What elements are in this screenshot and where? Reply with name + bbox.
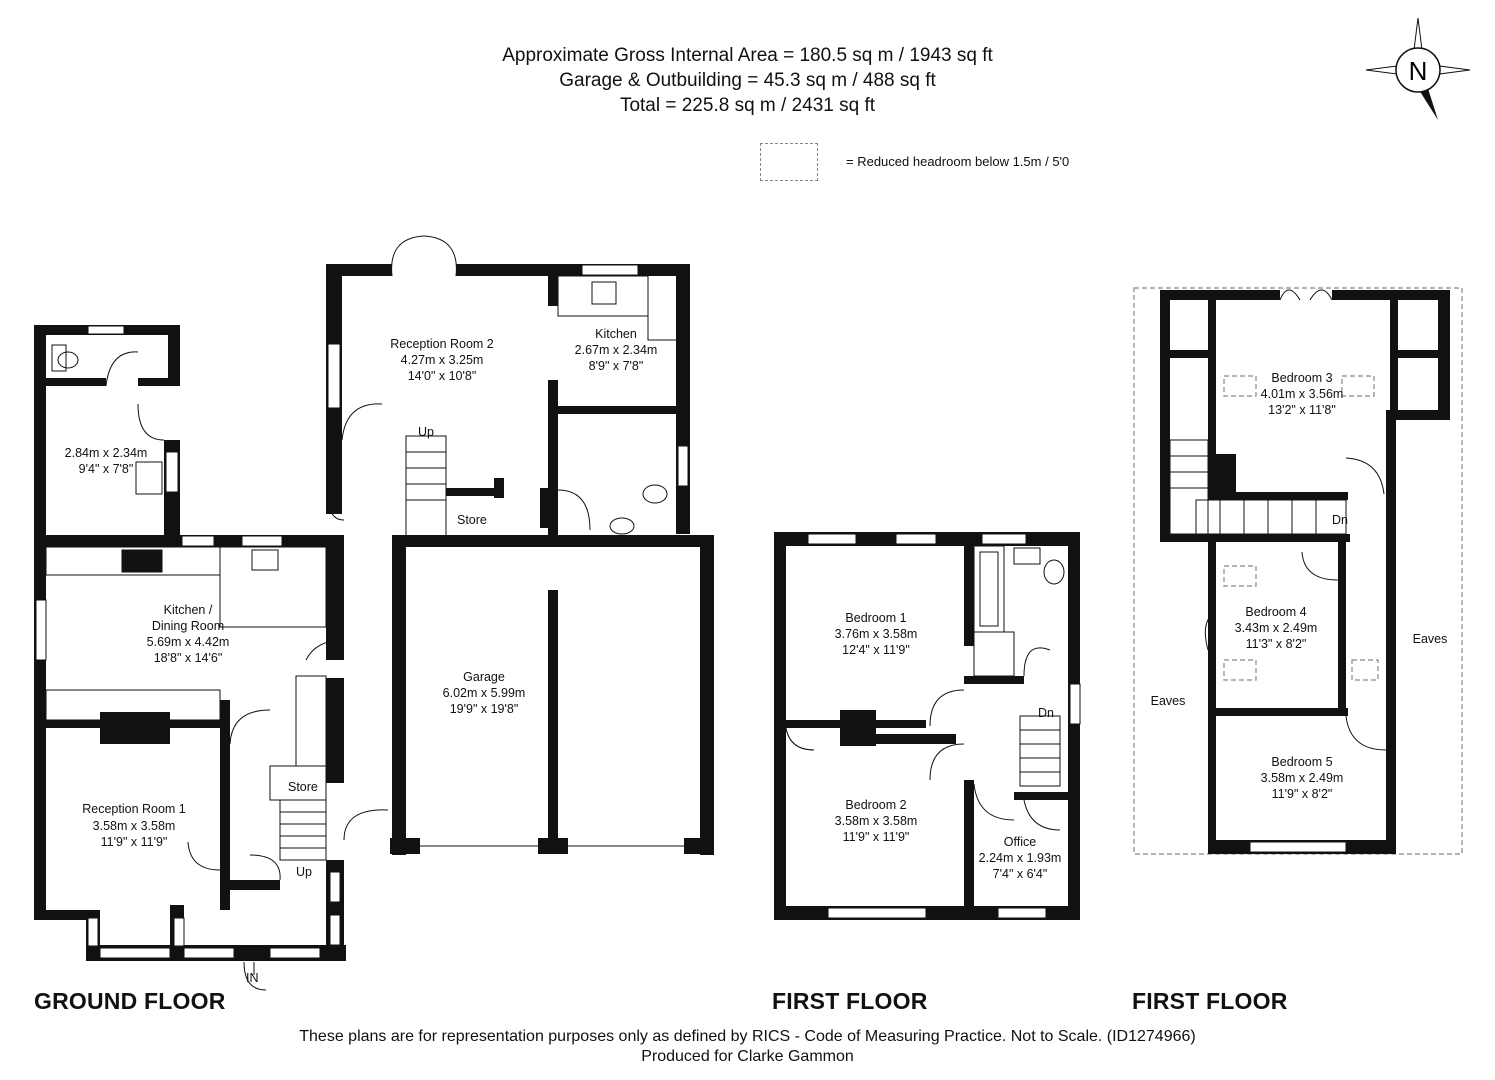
kitchen-dining-dim-ft: 18'8" x 14'6" <box>154 651 223 665</box>
reduced-headroom-legend-text: = Reduced headroom below 1.5m / 5'0 <box>846 154 1070 169</box>
garage-name: Garage <box>463 670 505 684</box>
bedroom-2-name: Bedroom 2 <box>845 798 906 812</box>
garage-dim-ft: 19'9" x 19'8" <box>450 702 519 716</box>
bedroom-4-dim-m: 3.43m x 2.49m <box>1235 621 1318 635</box>
reception-room-1-dim-m: 3.58m x 3.58m <box>93 819 176 833</box>
bedroom-4-name: Bedroom 4 <box>1245 605 1306 619</box>
first-floor-plan <box>774 532 1081 920</box>
office-dim-m: 2.24m x 1.93m <box>979 851 1062 865</box>
first-floor-labels: Bedroom 1 3.76m x 3.58m 12'4" x 11'9" Be… <box>835 611 1062 881</box>
eaves-label-left: Eaves <box>1151 694 1186 708</box>
reduced-headroom-legend-swatch <box>760 143 818 181</box>
reception-room-1-dim-ft: 11'9" x 11'9" <box>101 835 168 849</box>
bedroom-3-dim-m: 4.01m x 3.56m <box>1261 387 1344 401</box>
store-label-upper: Store <box>457 513 487 527</box>
bedroom-3-dim-ft: 13'2" x 11'8" <box>1268 403 1336 417</box>
bedroom-5-dim-m: 3.58m x 2.49m <box>1261 771 1344 785</box>
bedroom-1-dim-m: 3.76m x 3.58m <box>835 627 918 641</box>
outbuilding-dim-m: 2.84m x 2.34m <box>65 446 148 460</box>
produced-for-text: Produced for Clarke Gammon <box>641 1048 854 1065</box>
reception-room-2-dim-ft: 14'0" x 10'8" <box>408 369 477 383</box>
reception-room-2-name: Reception Room 2 <box>390 337 494 351</box>
ground-floor-labels: 2.84m x 2.34m 9'4" x 7'8" Reception Room… <box>65 327 658 985</box>
office-name: Office <box>1004 835 1036 849</box>
stairs-up-label-upper: Up <box>418 425 434 439</box>
ground-floor-title: GROUND FLOOR <box>34 988 226 1014</box>
kitchen-dining-name-line2: Dining Room <box>152 619 224 633</box>
store-label-lower: Store <box>288 780 318 794</box>
stairs-down-label: Dn <box>1038 706 1054 720</box>
bedroom-2-dim-ft: 11'9" x 11'9" <box>843 830 910 844</box>
bedroom-5-dim-ft: 11'9" x 8'2" <box>1272 787 1333 801</box>
compass-north-icon: N <box>1365 17 1471 120</box>
first-floor-title-2: FIRST FLOOR <box>1132 988 1288 1014</box>
total-area-text: Total = 225.8 sq m / 2431 sq ft <box>619 95 876 116</box>
kitchen-name: Kitchen <box>595 327 637 341</box>
gross-area-text: Approximate Gross Internal Area = 180.5 … <box>502 45 993 66</box>
kitchen-dim-m: 2.67m x 2.34m <box>575 343 658 357</box>
bedroom-5-name: Bedroom 5 <box>1271 755 1332 769</box>
garage-dim-m: 6.02m x 5.99m <box>443 686 526 700</box>
kitchen-dining-name-line1: Kitchen / <box>164 603 213 617</box>
second-floor-labels: Bedroom 3 4.01m x 3.56m 13'2" x 11'8" Be… <box>1151 371 1448 801</box>
bedroom-2-dim-m: 3.58m x 3.58m <box>835 814 918 828</box>
reception-room-2-dim-m: 4.27m x 3.25m <box>401 353 484 367</box>
bedroom-3-name: Bedroom 3 <box>1271 371 1332 385</box>
first-floor-title: FIRST FLOOR <box>772 988 928 1014</box>
kitchen-dining-dim-m: 5.69m x 4.42m <box>147 635 230 649</box>
ground-floor-plan <box>34 235 714 991</box>
stairs-down-label-2: Dn <box>1332 513 1348 527</box>
entrance-in-label: IN <box>246 971 259 985</box>
compass-n-label: N <box>1409 56 1428 86</box>
eaves-label-right: Eaves <box>1413 632 1448 646</box>
stairs-up-label-lower: Up <box>296 865 312 879</box>
kitchen-dim-ft: 8'9" x 7'8" <box>589 359 644 373</box>
disclaimer-text: These plans are for representation purpo… <box>299 1028 1196 1045</box>
second-floor-plan <box>1133 287 1463 855</box>
outbuilding-dim-ft: 9'4" x 7'8" <box>79 462 134 476</box>
bedroom-4-dim-ft: 11'3" x 8'2" <box>1246 637 1307 651</box>
reception-room-1-name: Reception Room 1 <box>82 802 186 816</box>
bedroom-1-dim-ft: 12'4" x 11'9" <box>842 643 910 657</box>
bedroom-1-name: Bedroom 1 <box>845 611 906 625</box>
office-dim-ft: 7'4" x 6'4" <box>993 867 1048 881</box>
garage-area-text: Garage & Outbuilding = 45.3 sq m / 488 s… <box>559 70 936 91</box>
